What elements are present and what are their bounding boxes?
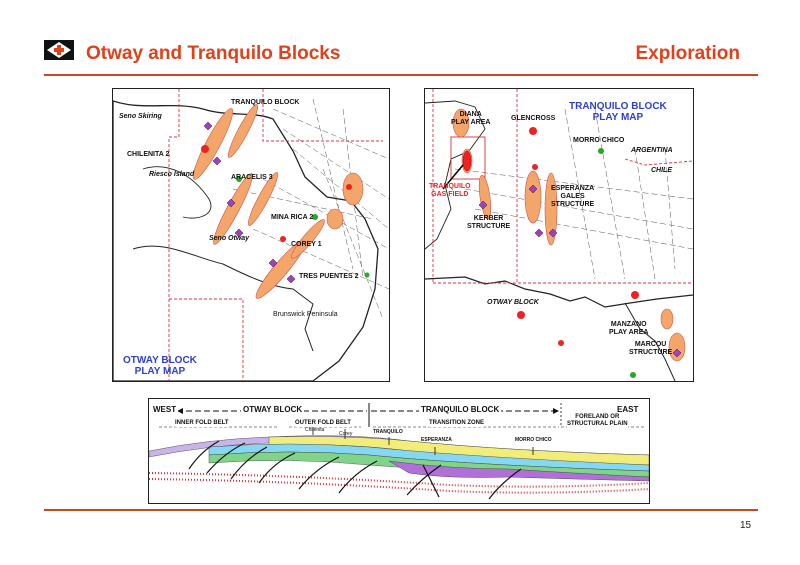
label-east: EAST (615, 405, 641, 414)
label-esperanza-line1: ESPERANZA (551, 185, 595, 192)
label-west: WEST (151, 405, 179, 414)
page-number: 15 (740, 520, 752, 531)
label-foreland: FORELAND OR STRUCTURAL PLAIN (567, 414, 628, 428)
otway-map-title: OTWAY BLOCK PLAY MAP (123, 355, 197, 377)
label-morro-chico: MORRO CHICO (573, 137, 625, 144)
label-esperanza-gales-structure: ESPERANZA GALES STRUCTURE (551, 185, 594, 209)
label-diana-line1: DIANA (459, 111, 482, 118)
label-chilenita-2: CHILENITA 2 (127, 151, 170, 158)
label-chilenita: Chilenita (305, 427, 325, 433)
label-marcou-line1: MARCOU (634, 341, 667, 348)
label-kerber-structure: KERBER STRUCTURE (467, 215, 510, 231)
label-tres-puentes-2: TRES PUENTES 2 (299, 273, 359, 280)
label-tranquilo-well: TRANQUILO (373, 429, 403, 435)
otway-block-play-map: TRANQUILO BLOCK Seno Skiring CHILENITA 2… (112, 88, 390, 382)
label-riesco-island: Riesco Island (149, 171, 195, 178)
label-seno-otway: Seno Otway (209, 235, 250, 242)
label-mina-rica-2: MINA RICA 2 (271, 214, 314, 221)
company-logo (44, 40, 74, 60)
page-title: Otway and Tranquilo Blocks (86, 43, 341, 64)
otway-map-title-line1: OTWAY BLOCK (123, 355, 197, 366)
label-marcou-line2: STRUCTURE (629, 349, 673, 356)
label-tranquilo-gas-field: TRANQUILO GAS FIELD (429, 183, 471, 199)
label-tranquilo-block: TRANQUILO BLOCK (231, 99, 300, 106)
label-otway-block: OTWAY BLOCK (487, 299, 539, 306)
section-title: Exploration (635, 43, 740, 64)
label-seno-skiring: Seno Skiring (119, 113, 162, 120)
label-brunswick-peninsula: Brunswick Peninsula (273, 311, 338, 318)
label-corey: Corey (339, 431, 353, 437)
label-tranquilo-gas-line1: TRANQUILO (429, 183, 471, 190)
label-foreland-line2: STRUCTURAL PLAIN (567, 421, 628, 427)
label-diana-line2: PLAY AREA (451, 119, 491, 126)
label-manzano-line1: MANZANO (610, 321, 647, 328)
geologic-cross-section: WEST EAST OTWAY BLOCK TRANQUILO BLOCK FO… (148, 398, 650, 504)
tranquilo-map-title: TRANQUILO BLOCK PLAY MAP (569, 101, 667, 123)
label-diana-play-area: DIANA PLAY AREA (451, 111, 490, 127)
label-manzano-play-area: MANZANO PLAY AREA (609, 321, 648, 337)
label-esperanza-well: ESPERANZA (421, 437, 452, 443)
label-marcou-structure: MARCOU STRUCTURE (629, 341, 672, 357)
label-glencross: GLENCROSS (511, 115, 556, 122)
tranquilo-map-title-line1: TRANQUILO BLOCK (569, 101, 667, 112)
label-esperanza-line3: STRUCTURE (551, 201, 595, 208)
otway-map-title-line2: PLAY MAP (134, 366, 186, 377)
label-argentina: ARGENTINA (631, 147, 673, 154)
label-chile: CHILE (651, 167, 672, 174)
label-aracelis-3: ARACELIS 3 (231, 174, 273, 181)
tranquilo-map-graphic (425, 89, 693, 381)
label-kerber-line1: KERBER (473, 215, 504, 222)
label-outer-fold-belt: OUTER FOLD BELT (295, 420, 351, 427)
label-inner-fold-belt: INNER FOLD BELT (175, 420, 229, 427)
label-tranquilo-gas-line2: GAS FIELD (431, 191, 469, 198)
label-esperanza-line2: GALES (560, 193, 585, 200)
footer-divider (44, 509, 758, 511)
label-transition-zone: TRANSITION ZONE (429, 420, 484, 427)
label-corey-1: COREY 1 (291, 241, 322, 248)
otway-map-graphic (113, 89, 389, 381)
header-divider (44, 74, 758, 76)
label-tranquilo-block-section: TRANQUILO BLOCK (419, 405, 502, 414)
label-foreland-line1: FORELAND OR (575, 414, 620, 420)
tranquilo-map-title-line2: PLAY MAP (592, 112, 644, 123)
label-otway-block-section: OTWAY BLOCK (241, 405, 305, 414)
label-morro-chico-well: MORRO CHICO (515, 437, 552, 443)
tranquilo-block-play-map: DIANA PLAY AREA GLENCROSS TRANQUILO BLOC… (424, 88, 694, 382)
label-manzano-line2: PLAY AREA (609, 329, 649, 336)
label-kerber-line2: STRUCTURE (467, 223, 511, 230)
